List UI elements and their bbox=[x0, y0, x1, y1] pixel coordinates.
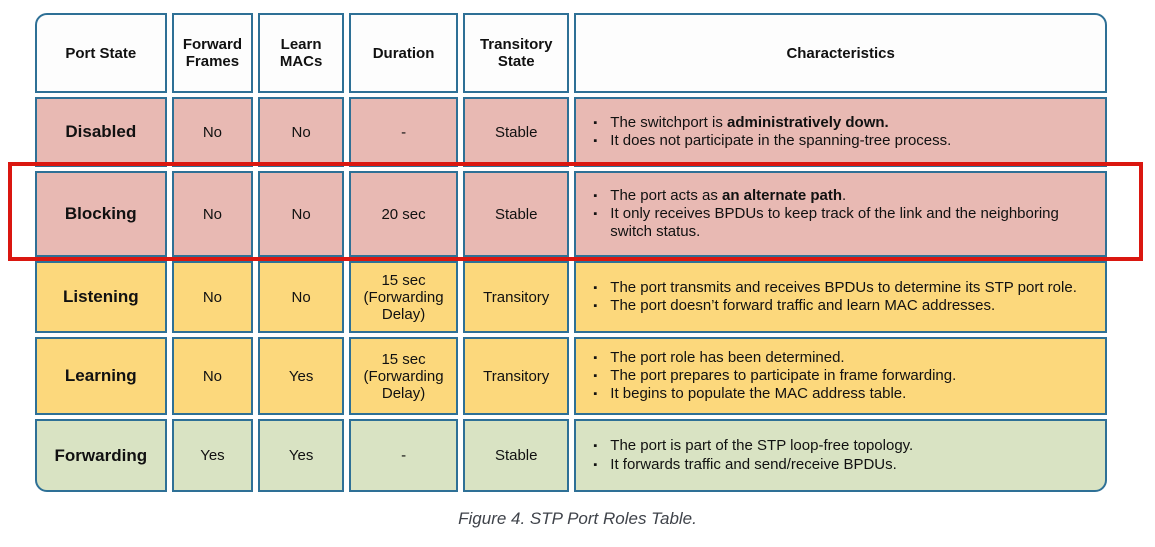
bullet-icon: ▪ bbox=[593, 189, 598, 202]
characteristic-item: ▪ It does not participate in the spanning… bbox=[582, 132, 1095, 150]
characteristics-cell: ▪ The port role has been determined. ▪ The … bbox=[574, 337, 1107, 415]
forward-frames-cell: Yes bbox=[171, 419, 254, 492]
characteristic-text: The port prepares to participate in fram… bbox=[608, 367, 1095, 385]
duration-cell: - bbox=[348, 97, 459, 167]
characteristic-text-segment: It does not participate in the spanning-… bbox=[610, 132, 952, 149]
characteristic-text-segment: It begins to populate the MAC address ta… bbox=[610, 385, 907, 403]
header-port-state: Port State bbox=[35, 13, 167, 93]
bullet-icon: ▪ bbox=[593, 116, 598, 129]
characteristic-item: ▪ It forwards traffic and send/receive BP… bbox=[582, 456, 1095, 474]
characteristic-text: The port is part of the STP loop-free to… bbox=[608, 437, 1095, 455]
characteristic-item: ▪ The port prepares to participate in fra… bbox=[582, 367, 1095, 385]
forward-frames-cell: No bbox=[171, 171, 254, 257]
characteristic-item: ▪ The port acts as an alternate path. bbox=[582, 187, 1095, 205]
characteristics-cell: ▪ The switchport is administratively down… bbox=[574, 97, 1107, 167]
characteristic-item: ▪ It begins to populate the MAC address t… bbox=[582, 385, 1095, 403]
figure-caption: Figure 4. STP Port Roles Table. bbox=[458, 509, 697, 528]
characteristic-text-segment: The port role has been determined. bbox=[610, 348, 845, 366]
characteristic-item: ▪ The port is part of the STP loop-free t… bbox=[582, 437, 1095, 455]
characteristics-cell: ▪ The port acts as an alternate path. ▪ It … bbox=[574, 171, 1107, 257]
characteristic-text: It forwards traffic and send/receive BPD… bbox=[608, 456, 1095, 474]
forward-frames-cell: No bbox=[171, 97, 254, 167]
transitory-state-cell: Stable bbox=[463, 419, 570, 492]
characteristic-item: ▪ The port transmits and receives BPDUs t… bbox=[582, 279, 1095, 297]
characteristic-text-segment: . bbox=[842, 186, 847, 204]
bullet-icon: ▪ bbox=[593, 369, 598, 382]
learn-macs-cell: No bbox=[258, 171, 344, 257]
forward-frames-cell: No bbox=[171, 337, 254, 415]
bullet-icon: ▪ bbox=[593, 440, 598, 453]
duration-cell: - bbox=[348, 419, 459, 492]
transitory-state-cell: Stable bbox=[463, 97, 570, 167]
characteristic-text-segment: The switchport is bbox=[610, 113, 727, 131]
characteristic-text-bold: an alternate path bbox=[722, 186, 843, 204]
bullet-icon: ▪ bbox=[593, 388, 598, 401]
duration-cell: 20 sec bbox=[348, 171, 459, 257]
transitory-state-cell: Transitory bbox=[463, 337, 570, 415]
characteristic-text: The port doesn’t forward traffic and lea… bbox=[608, 297, 1095, 315]
characteristic-text-segment: It forwards traffic and send/receive BPD… bbox=[610, 455, 897, 473]
learn-macs-cell: Yes bbox=[258, 419, 344, 492]
port-state-cell: Disabled bbox=[35, 97, 167, 167]
characteristic-text: It only receives BPDUs to keep track of … bbox=[608, 205, 1095, 242]
characteristic-text-segment: The port is part of the STP loop-free to… bbox=[610, 437, 914, 455]
port-state-cell: Blocking bbox=[35, 171, 167, 257]
bullet-icon: ▪ bbox=[593, 458, 598, 471]
characteristic-item: ▪ The port role has been determined. bbox=[582, 349, 1095, 367]
forward-frames-cell: No bbox=[171, 261, 254, 333]
characteristic-text-segment: The port doesn’t forward traffic and lea… bbox=[610, 297, 996, 314]
learn-macs-cell: Yes bbox=[258, 337, 344, 415]
transitory-state-cell: Stable bbox=[463, 171, 570, 257]
bullet-icon: ▪ bbox=[593, 281, 598, 294]
characteristic-text-bold: administratively down. bbox=[727, 113, 889, 131]
header-duration: Duration bbox=[348, 13, 459, 93]
header-learn-macs: Learn MACs bbox=[258, 13, 344, 93]
characteristic-item: ▪ The switchport is administratively down… bbox=[582, 114, 1095, 132]
characteristic-text-segment: The port acts as bbox=[610, 186, 722, 204]
characteristic-text-segment: The port prepares to participate in fram… bbox=[610, 366, 957, 384]
characteristic-text-segment: It only receives BPDUs to keep track of … bbox=[610, 204, 1059, 241]
characteristic-text: The switchport is administratively down. bbox=[608, 114, 1095, 132]
characteristic-text-segment: The port transmits and receives BPDUs to… bbox=[610, 278, 1077, 296]
bullet-icon: ▪ bbox=[593, 351, 598, 364]
characteristics-cell: ▪ The port transmits and receives BPDUs t… bbox=[574, 261, 1107, 333]
port-state-cell: Listening bbox=[35, 261, 167, 333]
duration-cell: 15 sec (Forwarding Delay) bbox=[348, 261, 459, 333]
bullet-icon: ▪ bbox=[593, 135, 598, 147]
characteristic-item: ▪ The port doesn’t forward traffic and le… bbox=[582, 297, 1095, 315]
stp-table: Port State Forward Frames Learn MACs Dur… bbox=[30, 9, 1112, 496]
characteristic-text: It does not participate in the spanning-… bbox=[608, 132, 1095, 150]
header-row: Port State Forward Frames Learn MACs Dur… bbox=[35, 13, 1107, 93]
learn-macs-cell: No bbox=[258, 261, 344, 333]
characteristic-text: The port transmits and receives BPDUs to… bbox=[608, 279, 1095, 297]
bullet-icon: ▪ bbox=[593, 300, 598, 312]
header-transitory-state: Transitory State bbox=[463, 13, 570, 93]
port-state-cell: Forwarding bbox=[35, 419, 167, 492]
learn-macs-cell: No bbox=[258, 97, 344, 167]
characteristic-text: It begins to populate the MAC address ta… bbox=[608, 385, 1095, 403]
bullet-icon: ▪ bbox=[593, 207, 598, 220]
header-characteristics: Characteristics bbox=[574, 13, 1107, 93]
characteristics-cell: ▪ The port is part of the STP loop-free t… bbox=[574, 419, 1107, 492]
transitory-state-cell: Transitory bbox=[463, 261, 570, 333]
characteristic-text: The port role has been determined. bbox=[608, 349, 1095, 367]
duration-cell: 15 sec (Forwarding Delay) bbox=[348, 337, 459, 415]
characteristic-text: The port acts as an alternate path. bbox=[608, 187, 1095, 205]
table-header: Port State Forward Frames Learn MACs Dur… bbox=[35, 13, 1107, 93]
header-forward-frames: Forward Frames bbox=[171, 13, 254, 93]
characteristic-item: ▪ It only receives BPDUs to keep track of… bbox=[582, 205, 1095, 242]
port-state-cell: Learning bbox=[35, 337, 167, 415]
